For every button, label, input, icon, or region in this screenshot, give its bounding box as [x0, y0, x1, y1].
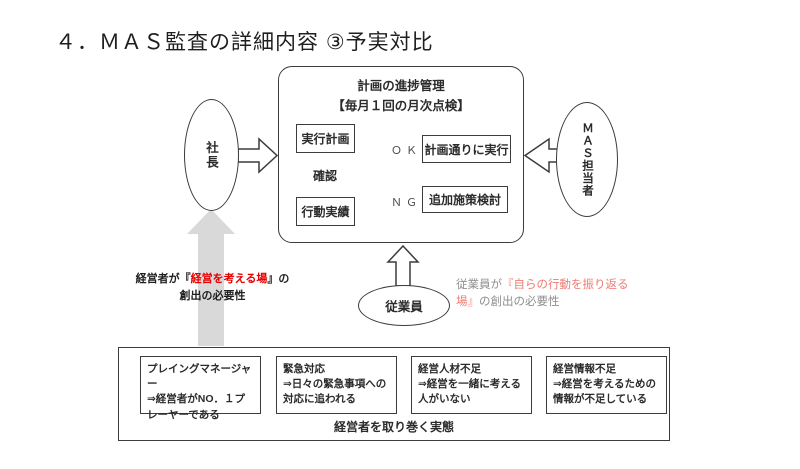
progress-title: 計画の進捗管理	[357, 79, 445, 93]
ng-action-label: 追加施策検討	[428, 193, 501, 207]
ng-action-box: 追加施策検討	[422, 186, 508, 213]
arrow-reality-to-president-icon	[187, 209, 235, 346]
president-note: 経営者が『経営を考える場』の 創出の必要性	[120, 271, 305, 305]
reality-item-title: 緊急対応	[283, 363, 325, 375]
president-note-line1: 経営者が『経営を考える場』の	[135, 273, 290, 285]
reality-caption: 経営者を取り巻く実態	[333, 420, 454, 434]
arrow-employees-to-flow-icon	[386, 244, 420, 287]
reality-item-emergency: 緊急対応 ⇒日々の緊急事項への対応に追われる	[276, 356, 397, 414]
employee-note-highlight: 『自らの行動を振り返る	[502, 279, 629, 291]
ok-action-box: 計画通りに実行	[422, 135, 511, 163]
plan-label: 実行計画	[301, 132, 350, 146]
employees-ellipse: 従業員	[358, 285, 450, 326]
page-title: ４．ＭＡＳ監査の詳細内容 ③予実対比	[55, 31, 434, 54]
actual-label: 行動実績	[301, 205, 350, 219]
reality-item-body: ⇒経営を一緒に考える人がいない	[418, 378, 521, 406]
employees-label: 従業員	[385, 300, 423, 314]
reality-item-body: ⇒日々の緊急事項への対応に追われる	[283, 378, 387, 406]
actual-box: 行動実績	[296, 197, 355, 226]
employee-note-line1: 従業員が『自らの行動を振り返る	[456, 279, 629, 291]
reality-item-body: ⇒経営者がNO．１プレーヤーである	[147, 393, 246, 421]
ng-label: ＮＧ	[391, 197, 421, 209]
ok-label: ＯＫ	[391, 145, 421, 157]
reality-item-title: 経営情報不足	[553, 363, 616, 375]
employee-note-line2: 場』の創出の必要性	[456, 296, 560, 309]
plan-box: 実行計画	[296, 124, 355, 153]
check-label: 確認	[312, 169, 337, 183]
president-label: 社長	[204, 140, 218, 170]
reality-item-title: プレイングマネージャー	[147, 363, 252, 391]
president-note-line2: 創出の必要性	[179, 290, 246, 303]
reality-item-talent-shortage: 経営人材不足 ⇒経営を一緒に考える人がいない	[411, 356, 532, 414]
reality-item-info-shortage: 経営情報不足 ⇒経営を考えるための情報が不足している	[546, 356, 667, 414]
reality-item-body: ⇒経営を考えるための情報が不足している	[553, 378, 656, 406]
reality-item-title: 経営人材不足	[418, 363, 481, 375]
president-ellipse: 社長	[184, 99, 239, 211]
arrow-president-to-flow-icon	[237, 137, 279, 174]
progress-subtitle: 【毎月１回の月次点検】	[332, 99, 470, 113]
reality-item-playing-manager: プレイングマネージャー ⇒経営者がNO．１プレーヤーである	[140, 356, 261, 421]
ok-action-label: 計画通りに実行	[424, 142, 509, 157]
president-note-highlight: 経営を考える場	[190, 273, 268, 285]
mas-manager-label: ＭＡＳ担当者	[581, 122, 593, 197]
mas-manager-ellipse: ＭＡＳ担当者	[556, 102, 618, 217]
employee-note: 従業員が『自らの行動を振り返る 場』の創出の必要性	[456, 277, 641, 312]
